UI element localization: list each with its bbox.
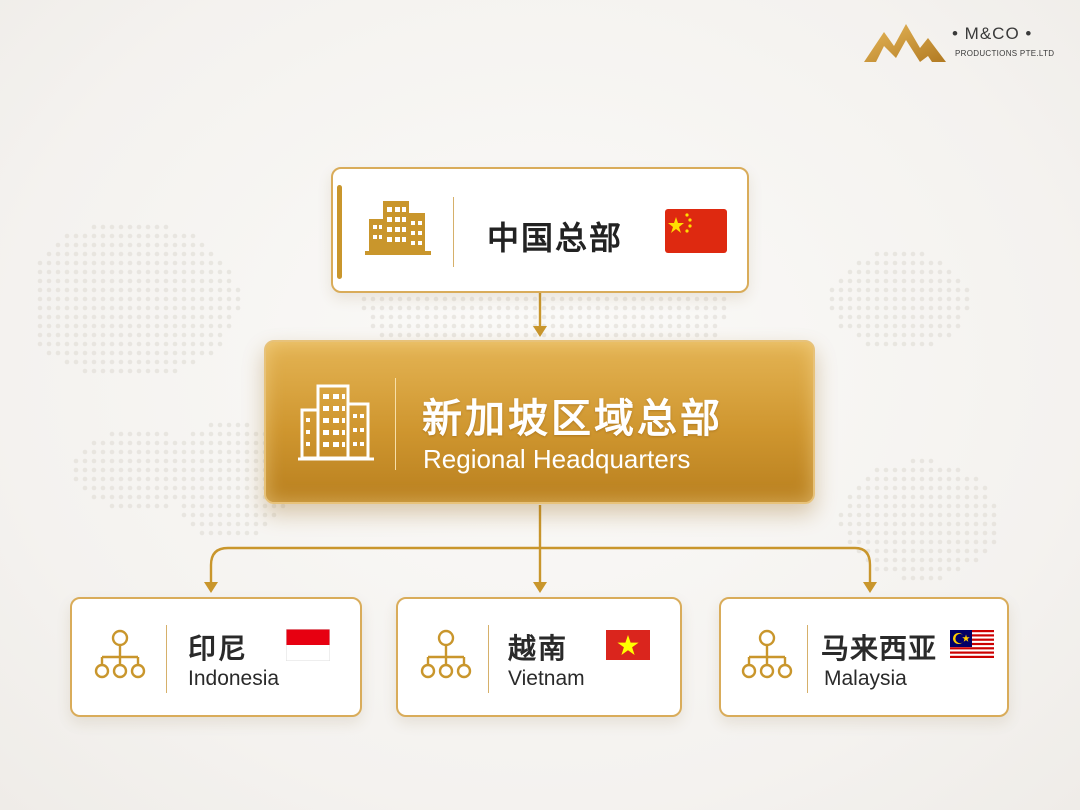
card-divider xyxy=(807,625,808,693)
arrowhead-malaysia xyxy=(863,582,877,593)
card-divider xyxy=(395,378,396,470)
branch-title-en: Indonesia xyxy=(188,667,280,690)
logo-name: • M&CO • xyxy=(952,24,1033,43)
network-icon xyxy=(94,629,146,679)
office-building-icon xyxy=(365,201,431,255)
singapore-regional-hq-title: 新加坡区域总部 xyxy=(422,396,723,442)
connector-branch-right xyxy=(540,546,872,584)
office-building-icon xyxy=(298,384,374,461)
company-logo: • M&CO • PRODUCTIONS PTE.LTD xyxy=(862,16,1067,64)
singapore-regional-hq-subtitle: Regional Headquarters xyxy=(423,444,691,474)
indonesia-branch-card: 印尼 Indonesia xyxy=(70,597,362,717)
card-accent-bar xyxy=(337,185,342,279)
mco-logo-mark-icon xyxy=(864,24,946,62)
branch-title-en: Malaysia xyxy=(824,667,907,690)
china-flag-icon xyxy=(665,209,727,253)
card-divider xyxy=(453,197,454,267)
branch-title-en: Vietnam xyxy=(508,667,585,690)
connector-branch-left xyxy=(209,546,541,584)
branch-title-cn: 马来西亚 xyxy=(821,632,938,665)
indonesia-flag-icon xyxy=(286,629,330,661)
branch-title-cn: 越南 xyxy=(508,632,569,665)
logo-subtitle: PRODUCTIONS PTE.LTD xyxy=(955,49,1055,58)
china-headquarters-card: 中国总部 xyxy=(331,167,749,293)
china-headquarters-title: 中国总部 xyxy=(487,219,624,257)
arrowhead-indonesia xyxy=(204,582,218,593)
network-icon xyxy=(420,629,472,679)
arrowhead-singapore xyxy=(533,326,547,337)
malaysia-flag-icon xyxy=(950,630,994,660)
arrowhead-vietnam xyxy=(533,582,547,593)
malaysia-branch-card: 马来西亚 Malaysia xyxy=(719,597,1009,717)
vietnam-flag-icon xyxy=(606,630,650,660)
network-icon xyxy=(741,629,793,679)
vietnam-branch-card: 越南 Vietnam xyxy=(396,597,682,717)
branch-title-cn: 印尼 xyxy=(188,632,249,665)
card-divider xyxy=(488,625,489,693)
card-divider xyxy=(166,625,167,693)
singapore-regional-headquarters-card: 新加坡区域总部 Regional Headquarters xyxy=(264,340,815,504)
